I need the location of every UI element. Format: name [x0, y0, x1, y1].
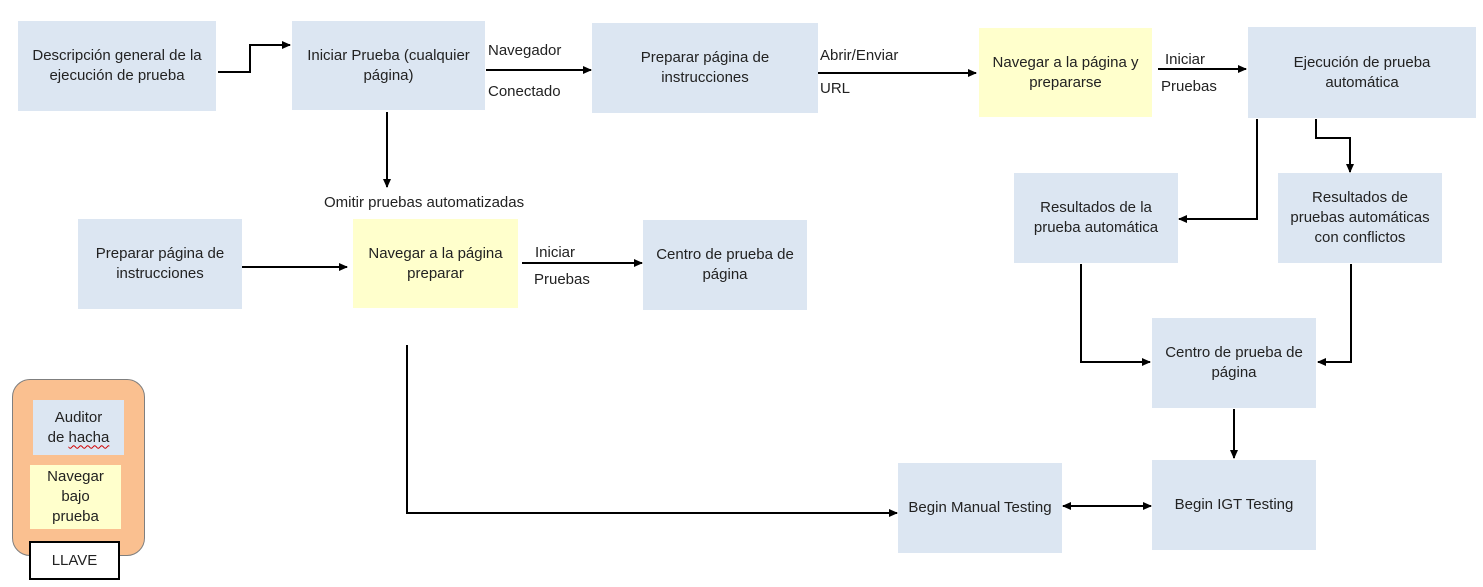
node-begin-manual-text: Begin Manual Testing: [908, 499, 1052, 516]
label-start-top: Iniciar: [1165, 51, 1206, 68]
legend-auditor-word2: de: [47, 428, 65, 446]
legend-key-text: LLAVE: [51, 552, 98, 569]
node-overview-text: Descripción general de la ejecución de p…: [32, 47, 202, 84]
node-begin-igt: Begin IGT Testing: [1152, 460, 1316, 550]
node-prepare-instructions-top-text: Preparar página de instrucciones: [640, 49, 770, 86]
label-open-send: Abrir/Enviar: [820, 47, 899, 64]
node-page-test-center-mid-text: Centro de prueba de página: [656, 246, 794, 283]
node-start-test-text: Iniciar Prueba (cualquier página): [307, 46, 470, 84]
node-navigate-prepare-top: Navegar a la página y prepararse: [979, 28, 1152, 117]
node-prepare-instructions-mid-text: Preparar página de instrucciones: [95, 245, 225, 282]
legend-navigate-text: Navegar bajo prueba: [47, 468, 104, 525]
node-conflict-results-text: Resultados de pruebas automáticas con co…: [1290, 189, 1430, 246]
node-begin-igt-text: Begin IGT Testing: [1174, 496, 1294, 513]
node-begin-manual: Begin Manual Testing: [898, 463, 1062, 553]
node-prepare-instructions-top: Preparar página de instrucciones: [592, 23, 818, 113]
node-page-test-center-right: Centro de prueba de página: [1152, 318, 1316, 408]
label-start-mid: Iniciar: [535, 244, 576, 261]
edge-auto-to-conflicts: [1315, 119, 1354, 173]
label-connected: Conectado: [488, 83, 561, 100]
node-start-test: Iniciar Prueba (cualquier página): [292, 21, 485, 110]
label-url: URL: [820, 80, 851, 97]
label-skip-auto: Omitir pruebas automatizadas: [324, 194, 525, 211]
node-conflict-results: Resultados de pruebas automáticas con co…: [1278, 173, 1442, 263]
legend-auditor-word3: hacha: [68, 428, 110, 446]
node-auto-execution-text: Ejecución de prueba automática: [1293, 53, 1431, 91]
legend-key-box: LLAVE: [29, 541, 120, 580]
node-auto-results-text: Resultados de la prueba automática: [1033, 199, 1159, 236]
node-navigate-prepare-mid: Navegar a la página preparar: [353, 219, 518, 308]
node-navigate-prepare-top-text: Navegar a la página y prepararse: [992, 53, 1139, 91]
legend-navigate-swatch: Navegar bajo prueba: [30, 465, 121, 529]
node-page-test-center-mid: Centro de prueba de página: [643, 220, 807, 310]
legend-auditor-swatch: Auditor de hacha: [33, 400, 124, 455]
label-tests-top: Pruebas: [1161, 78, 1217, 95]
node-auto-results: Resultados de la prueba automática: [1014, 173, 1178, 263]
edge-auto-to-results: [1178, 119, 1258, 223]
edge-results-to-center: [1080, 264, 1151, 366]
edge-overview-to-start: [218, 41, 291, 73]
node-navigate-prepare-mid-text: Navegar a la página preparar: [368, 244, 503, 282]
node-overview: Descripción general de la ejecución de p…: [18, 21, 216, 111]
edge-navigate-mid-to-manual: [406, 345, 898, 517]
node-page-test-center-right-text: Centro de prueba de página: [1165, 344, 1303, 381]
node-auto-execution: Ejecución de prueba automática: [1248, 27, 1476, 118]
label-browser: Navegador: [488, 42, 562, 59]
label-tests-mid: Pruebas: [534, 271, 590, 288]
edge-conflicts-to-center: [1317, 264, 1352, 366]
legend-auditor-word1: Auditor: [54, 408, 103, 426]
node-prepare-instructions-mid: Preparar página de instrucciones: [78, 219, 242, 309]
legend-auditor-text: Auditor de hacha: [48, 408, 110, 448]
